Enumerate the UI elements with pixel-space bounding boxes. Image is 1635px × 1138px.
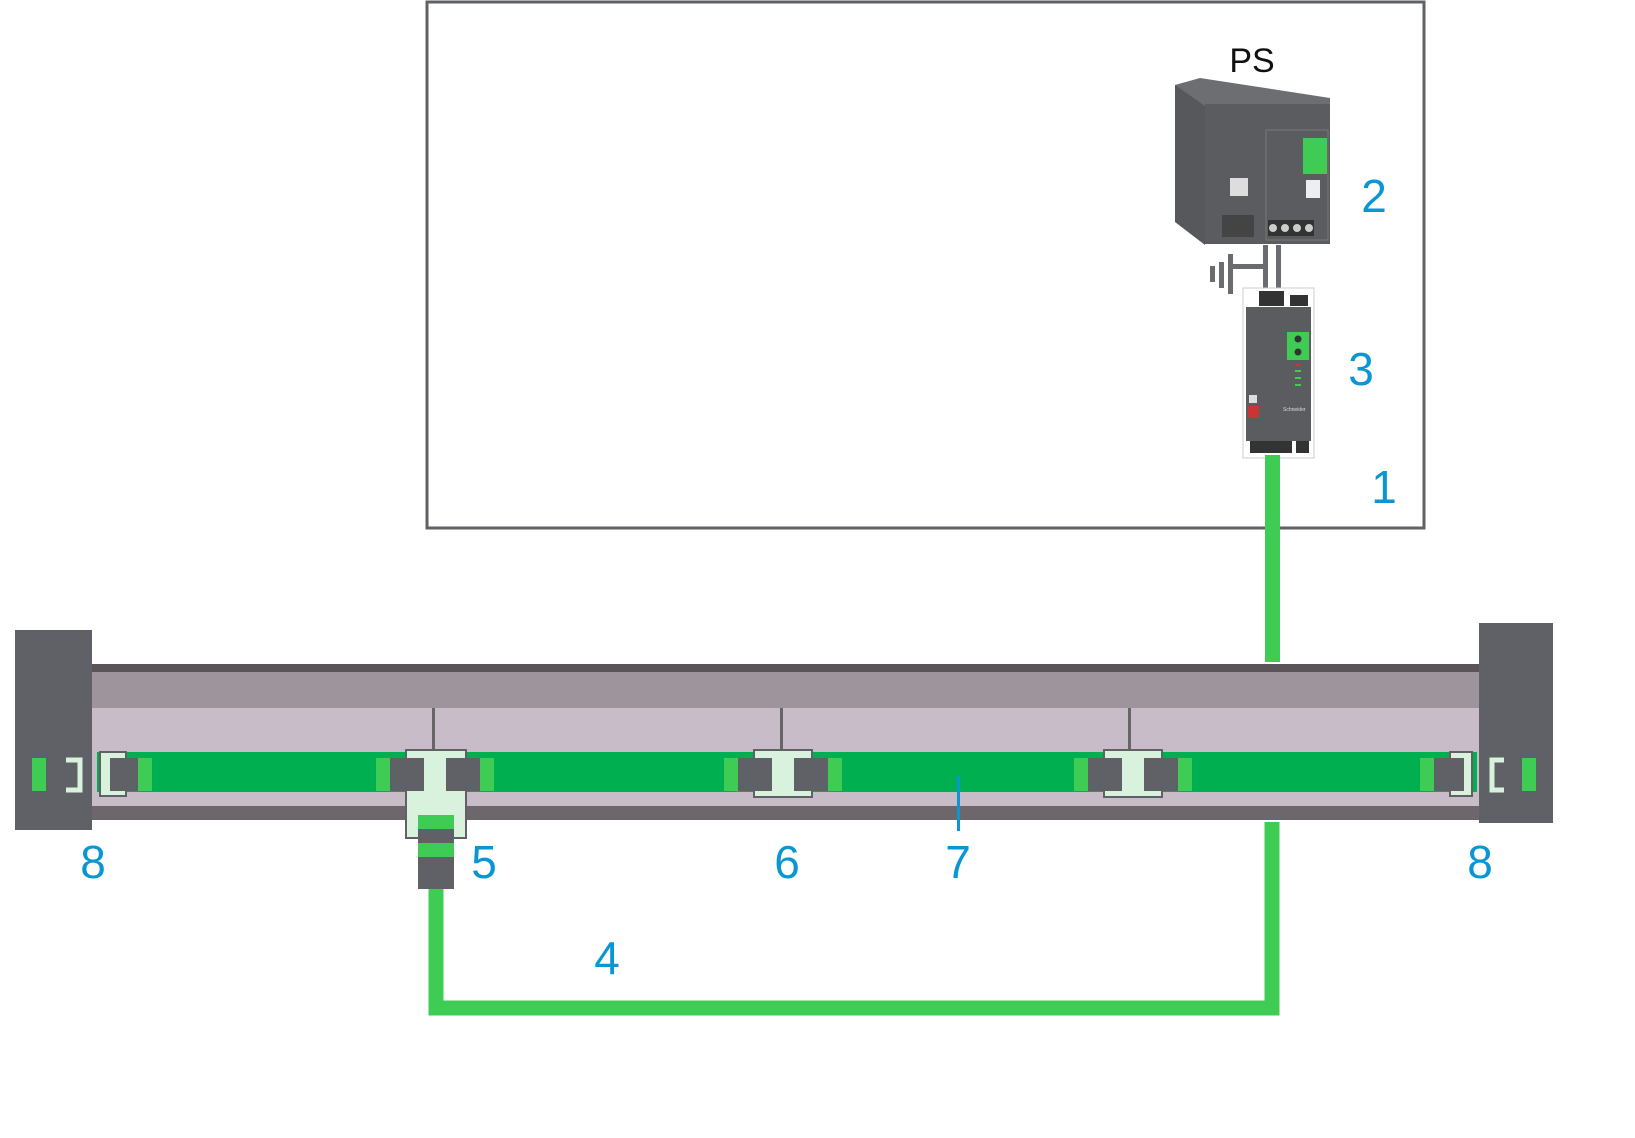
ground-icon: [1210, 254, 1233, 294]
callout-7: 7: [945, 836, 971, 888]
segment-connector: [724, 749, 842, 798]
power-wires: [1228, 245, 1281, 293]
callout-3: 3: [1348, 343, 1374, 395]
connection-cable: [428, 822, 1280, 1016]
bus-cable-leader: [957, 776, 960, 831]
callout-8-right: 8: [1467, 836, 1493, 888]
terminator-right: [1420, 751, 1536, 797]
callout-6: 6: [774, 836, 800, 888]
callout-5: 5: [471, 836, 497, 888]
terminator-left: [32, 751, 152, 797]
brand-logo: Schneider: [1283, 407, 1306, 413]
callout-4: 4: [594, 932, 620, 984]
callout-8-left: 8: [80, 836, 106, 888]
cabinet-outline: [425, 0, 1426, 530]
power-module-device: Schneider: [1242, 287, 1315, 459]
end-block-right: [1479, 623, 1553, 823]
power-supply-label: PS: [1229, 42, 1274, 80]
callout-2: 2: [1361, 170, 1387, 222]
power-supply-device: [1175, 78, 1330, 245]
end-block-left: [15, 630, 92, 830]
supply-cable: [1265, 455, 1280, 662]
segment-connector: [1074, 749, 1192, 798]
callout-1: 1: [1371, 461, 1397, 513]
tee-connector: [376, 749, 494, 889]
